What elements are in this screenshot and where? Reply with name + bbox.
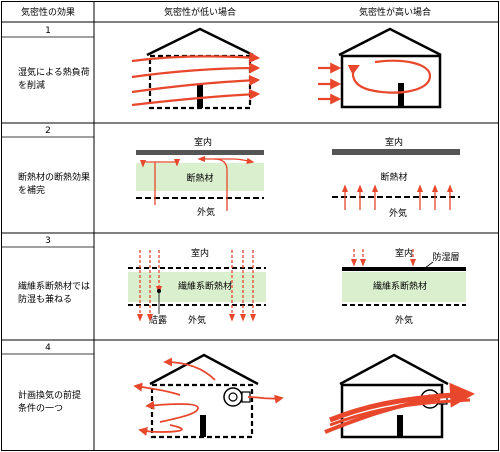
row-2-low-outdoor-label: 外気 bbox=[197, 206, 215, 218]
row-3-high-barrier-label: 防湿層 bbox=[432, 251, 459, 263]
row-1-high-air-arrows bbox=[318, 59, 432, 105]
row-4-number: 4 bbox=[45, 343, 51, 353]
row-2-label-line-2: を補完 bbox=[18, 184, 45, 196]
row-3-low-outdoor-label: 外気 bbox=[188, 314, 206, 326]
row-2-high-airflow-arrows bbox=[341, 184, 454, 210]
row-3-low-condensation-label: 結露 bbox=[149, 314, 167, 326]
row-3-low-insulation-label: 繊維系断熱材 bbox=[178, 280, 232, 292]
row-2-low-insulation-label: 断熱材 bbox=[186, 172, 213, 184]
row-2-high-wall bbox=[332, 149, 460, 198]
row-2-label-line-1: 断熱材の断熱効果 bbox=[18, 171, 90, 183]
row-3-label-line-1: 繊維系断熱材では bbox=[18, 280, 90, 292]
row-4-high-house bbox=[339, 353, 449, 439]
row-4-label-line-1: 計画換気の前提 bbox=[18, 389, 81, 401]
row-3-low-indoor-label: 室内 bbox=[191, 247, 209, 259]
row-4-low-house bbox=[149, 353, 259, 439]
row-3-number: 3 bbox=[45, 236, 51, 246]
row-3-high-moisture-arrows bbox=[350, 249, 417, 267]
row-2-low-wall bbox=[136, 150, 264, 199]
row-2-high-outdoor-label: 外気 bbox=[389, 207, 407, 219]
row-2-number: 2 bbox=[45, 126, 51, 136]
row-4-low-fan bbox=[223, 387, 251, 407]
header-high-airtightness: 気密性が高い場合 bbox=[359, 6, 431, 18]
header-low-airtightness: 気密性が低い場合 bbox=[164, 6, 236, 18]
condensation-point bbox=[157, 289, 161, 293]
row-3-high-outdoor-label: 外気 bbox=[395, 314, 413, 326]
row-3-low-moisture-arrows bbox=[136, 250, 257, 322]
row-3-high-wall bbox=[342, 267, 466, 306]
row-3-high-indoor-label: 室内 bbox=[395, 247, 413, 259]
row-4-high-airflow-arrows bbox=[324, 382, 475, 434]
row-2-low-indoor-label: 室内 bbox=[194, 136, 212, 148]
row-3-high-insulation-label: 繊維系断熱材 bbox=[373, 280, 427, 292]
row-4-low-leak-arrows bbox=[133, 357, 284, 436]
barrier-leader bbox=[424, 261, 434, 269]
header-effect: 気密性の効果 bbox=[21, 6, 75, 18]
row-1-high-house bbox=[338, 27, 442, 109]
row-3-label-line-2: 防湿も兼ねる bbox=[18, 293, 72, 305]
row-2-low-airflow-arrows bbox=[139, 155, 255, 211]
row-4-label-line-2: 条件の一つ bbox=[18, 402, 63, 414]
row-2-high-indoor-label: 室内 bbox=[385, 136, 403, 148]
row-1-label-line-2: を削減 bbox=[18, 79, 45, 91]
row-1-number: 1 bbox=[45, 26, 51, 36]
row-2-high-insulation-label: 断熱材 bbox=[380, 171, 407, 183]
row-1-low-air-leak-arrows bbox=[131, 51, 261, 107]
row-1-label-line-1: 湿気による熱負荷 bbox=[18, 66, 90, 78]
